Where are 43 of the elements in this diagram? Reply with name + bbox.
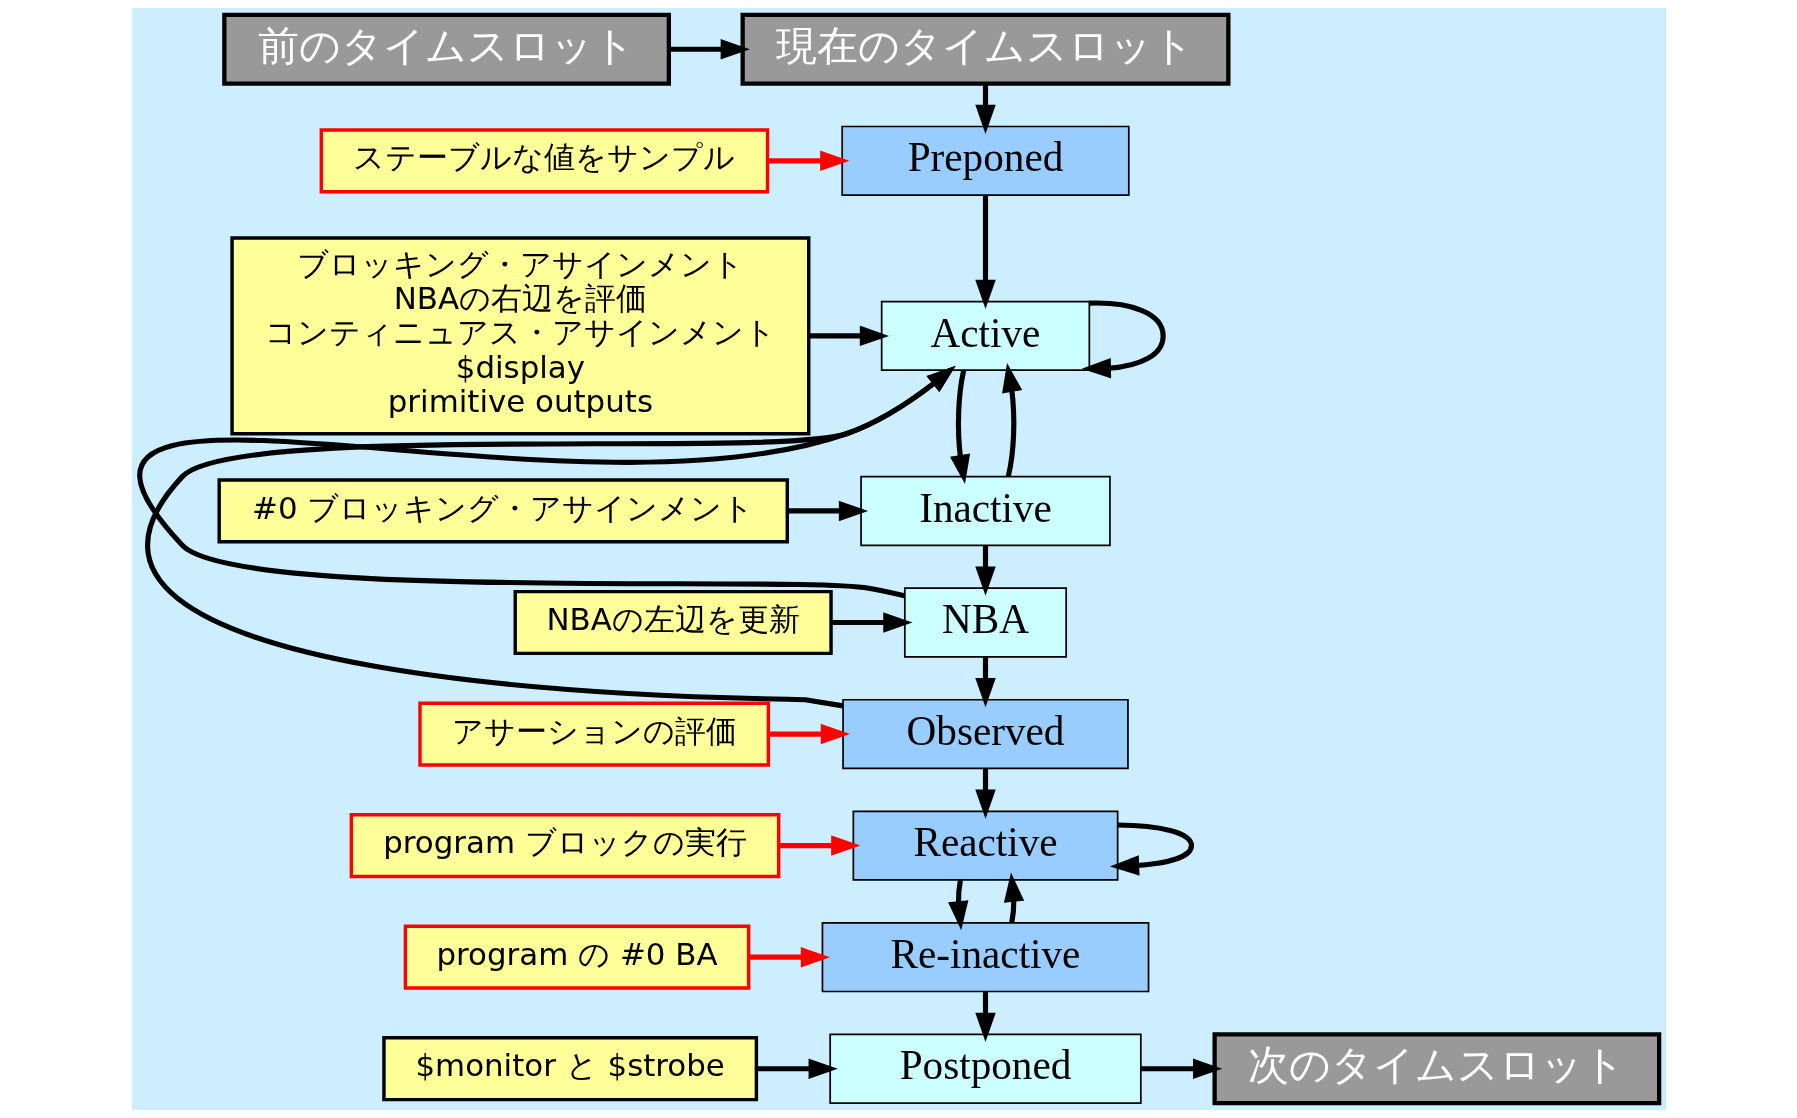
arrow (974, 768, 996, 819)
arrow (974, 195, 996, 309)
arrow (1081, 300, 1166, 379)
node-box: Observed (841, 698, 1129, 770)
node-box: 次のタイムスロット (1211, 1032, 1661, 1106)
arrow (974, 991, 996, 1042)
arrow (1003, 872, 1024, 924)
node-box: ブロッキング・アサインメント NBAの右辺を評価 コンティニュアス・アサインメント $display primitive outputs (229, 236, 810, 436)
node-box: ステーブルな値をサンプル (319, 128, 769, 194)
node-box: Preponed (840, 125, 1130, 196)
node-box: Inactive (859, 475, 1111, 547)
arrow (748, 946, 830, 968)
arrow (139, 365, 956, 599)
arrow (1109, 822, 1194, 876)
arrow (808, 325, 889, 347)
node-box: NBA (903, 587, 1067, 658)
arrow (947, 879, 968, 931)
arrow (949, 370, 970, 484)
node-box: $monitor と $strobe (381, 1036, 758, 1102)
arrow (974, 545, 996, 596)
arrow (830, 612, 912, 633)
arrow (778, 835, 860, 856)
node-box: NBAの左辺を更新 (513, 589, 833, 656)
arrow (974, 84, 996, 135)
node-box: Active (880, 300, 1090, 372)
arrow (756, 1058, 838, 1079)
arrow (787, 500, 868, 522)
node-box: program の #0 BA (403, 924, 750, 990)
arrow (1140, 1058, 1222, 1079)
node-box: #0 ブロッキング・アサインメント (216, 478, 789, 544)
node-box: 前のタイムスロット (221, 12, 671, 86)
arrow (1001, 363, 1022, 477)
node-box: Postponed (828, 1033, 1142, 1104)
node-box: アサーションの評価 (417, 701, 770, 767)
node-box: Reactive (852, 810, 1118, 881)
node-box: program ブロックの実行 (349, 813, 780, 879)
arrow (767, 723, 850, 745)
arrow (147, 365, 956, 709)
arrow (668, 39, 750, 60)
arrow (767, 150, 849, 172)
node-box: Re-inactive (821, 922, 1149, 993)
arrow (974, 657, 996, 708)
node-box: 現在のタイムスロット (740, 12, 1230, 86)
